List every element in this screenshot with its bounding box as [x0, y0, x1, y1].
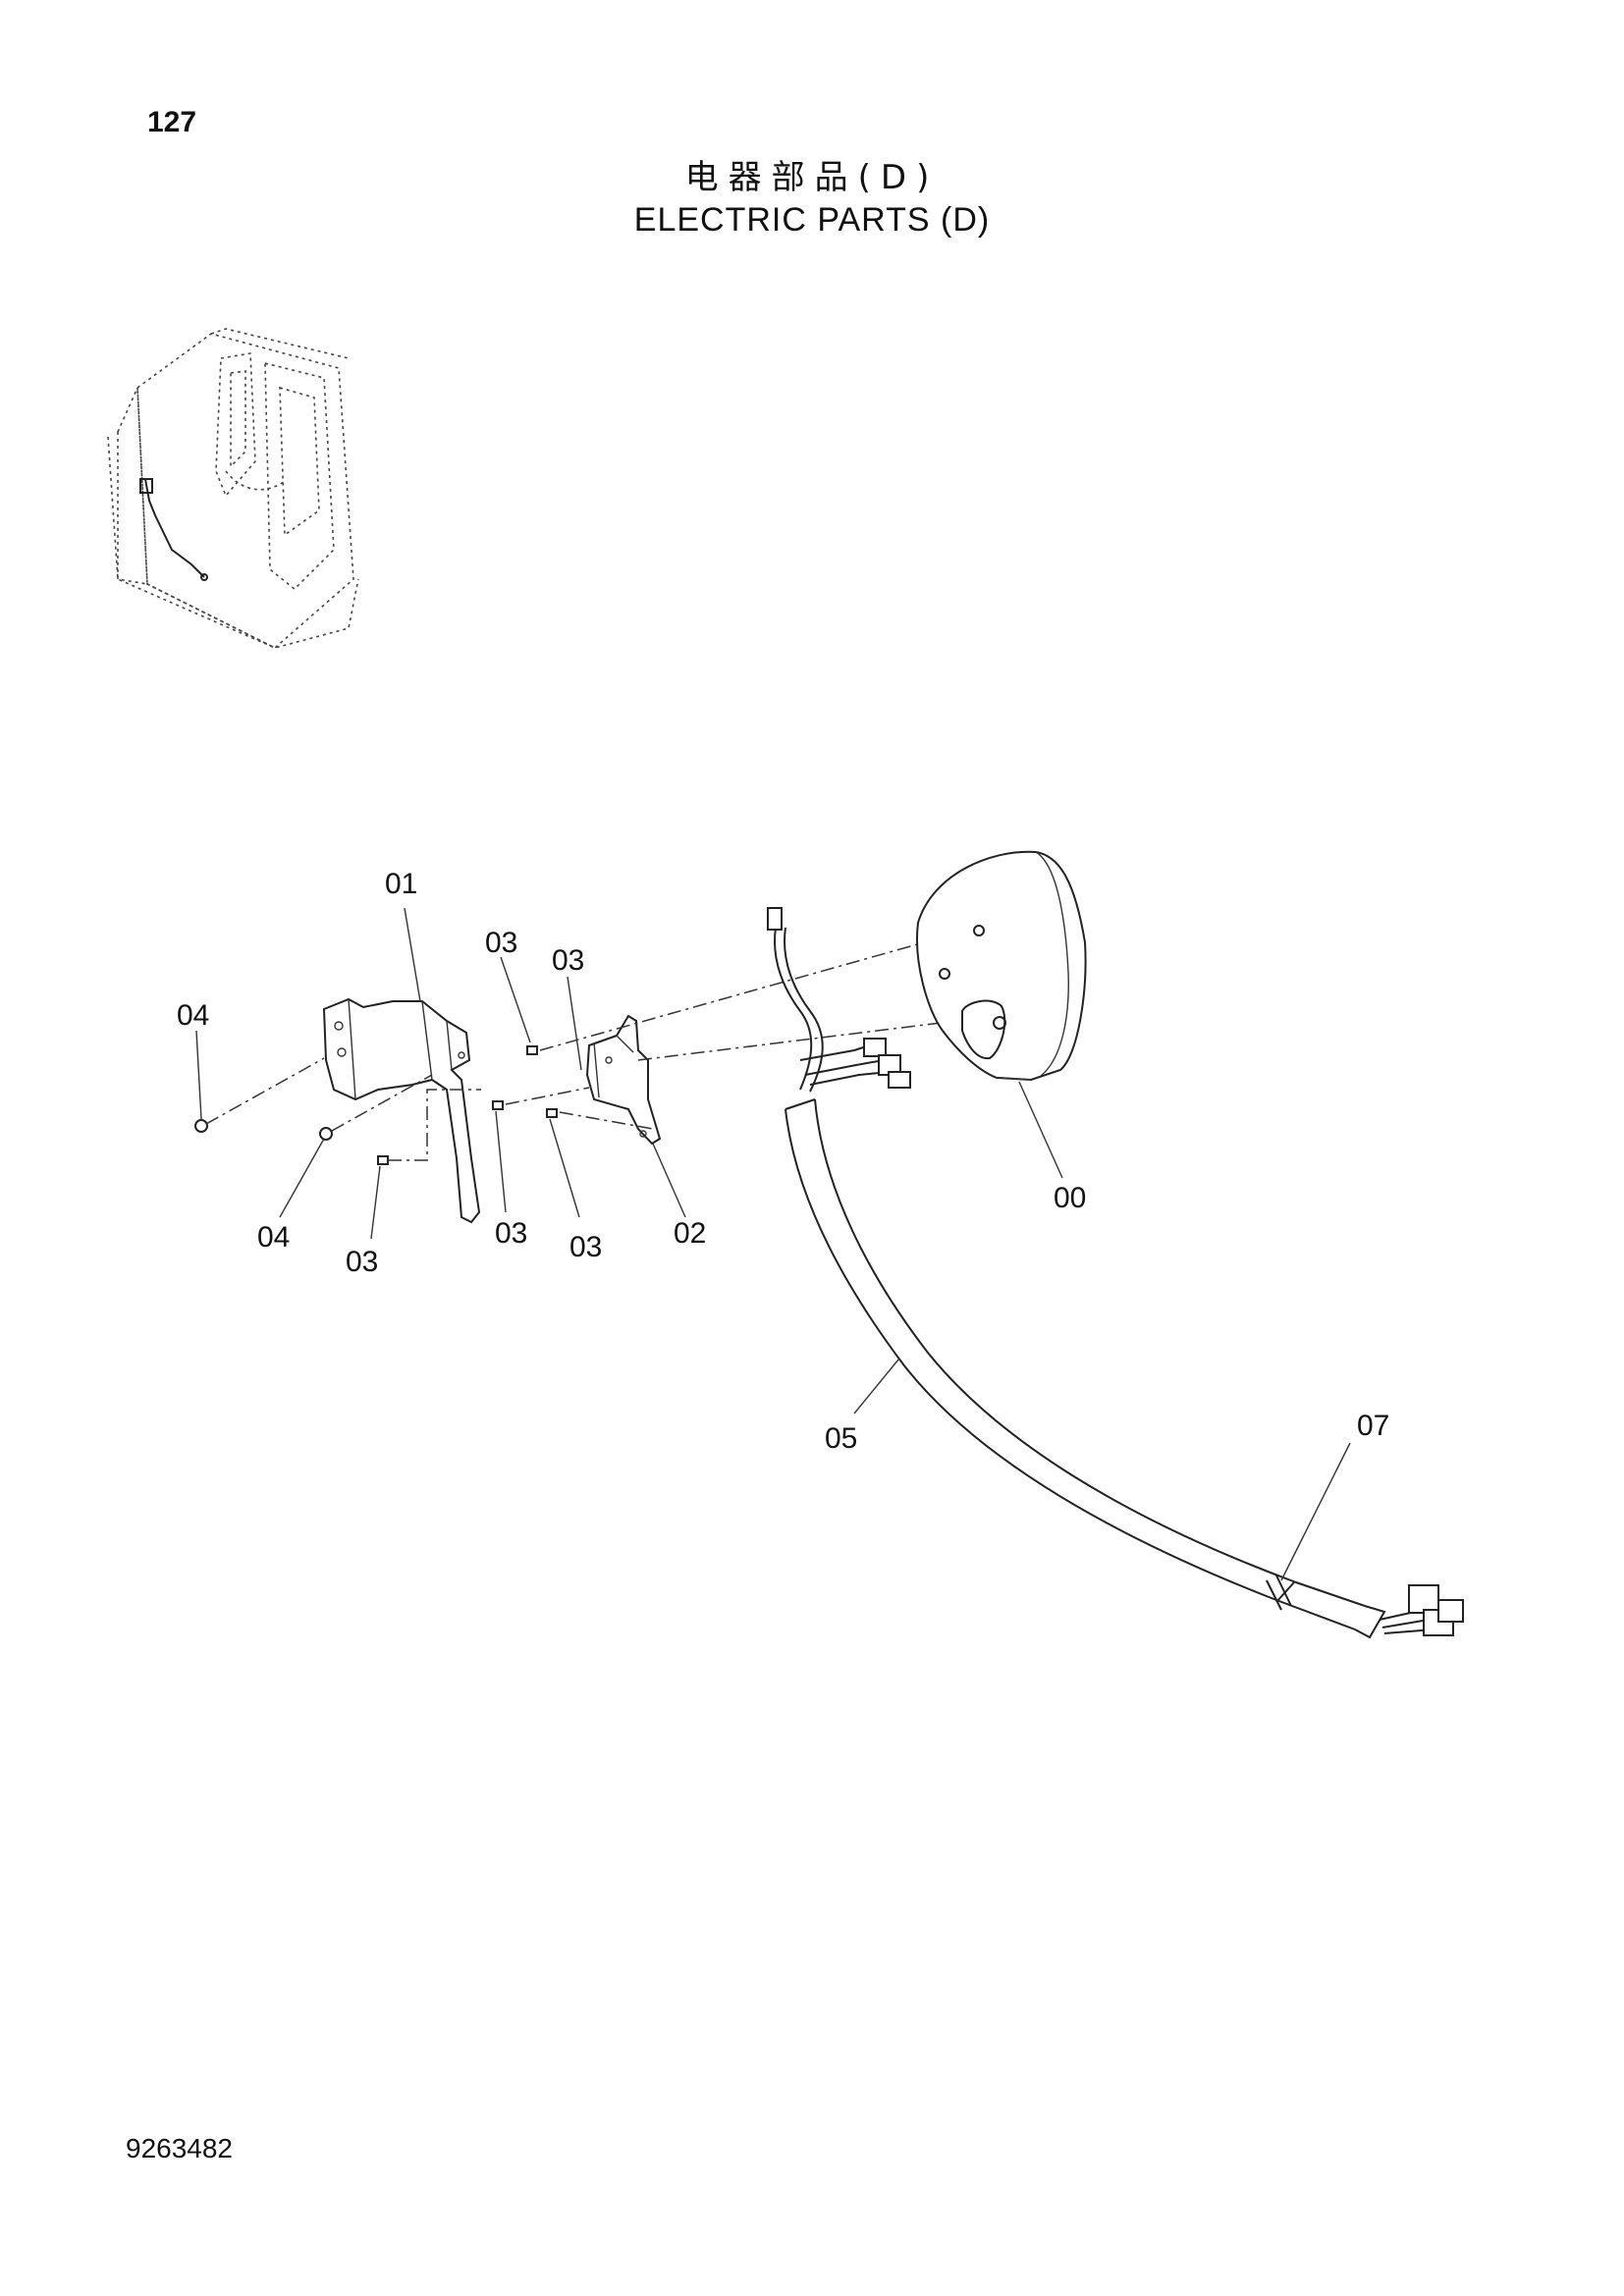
callout-02: 02: [674, 1217, 706, 1250]
document-number: 9263482: [126, 2133, 234, 2163]
clip-part-07: [1266, 1575, 1292, 1611]
callout-03: 03: [552, 944, 584, 977]
harness-part-05: [767, 907, 1464, 1639]
page-title-chinese: 电器部品(D): [684, 158, 940, 197]
callout-03: 03: [495, 1217, 527, 1250]
callout-03: 03: [485, 927, 517, 959]
page-title-english: ELECTRIC PARTS (D): [633, 201, 991, 239]
callout-03: 03: [346, 1246, 378, 1278]
callout-05: 05: [825, 1422, 857, 1455]
callout-03: 03: [569, 1231, 602, 1263]
bracket-part-02: [585, 1014, 662, 1146]
page-number: 127: [147, 106, 197, 138]
callout-07: 07: [1357, 1410, 1389, 1442]
cab-overview-illustration: [107, 328, 359, 649]
callout-04: 04: [177, 999, 209, 1032]
leader-lines: [195, 907, 1351, 1581]
washers-04: [194, 1119, 333, 1141]
callout-00: 00: [1054, 1182, 1086, 1214]
callout-04: 04: [257, 1221, 290, 1254]
callout-01: 01: [385, 868, 417, 900]
unit-part-00: [916, 850, 1087, 1082]
bracket-part-01: [322, 997, 481, 1224]
